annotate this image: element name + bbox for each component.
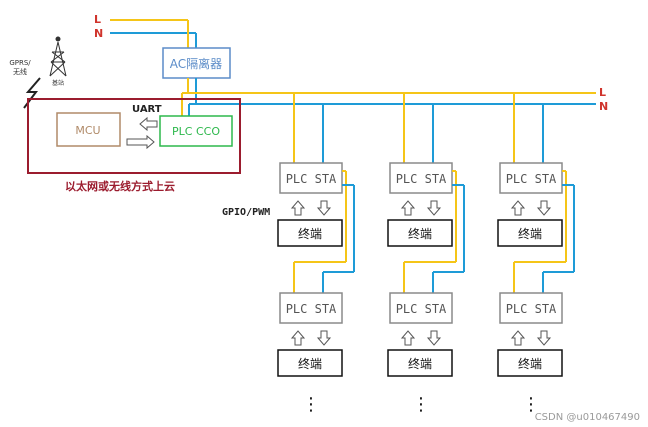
lightning-bolt-icon: [23, 77, 41, 109]
mcu-box: [56, 112, 121, 147]
gprs-label: GPRS/: [9, 59, 31, 67]
watermark: CSDN @u010467490: [535, 412, 640, 423]
plc-sta-box: [389, 162, 453, 194]
terminal-label: 终端: [518, 226, 542, 241]
plc-sta-label: PLC STA: [506, 172, 557, 186]
plc-sta-box: [499, 162, 563, 194]
up-arrow-icon: [510, 330, 526, 346]
plc-cco-box: [159, 115, 233, 147]
terminal-box: [387, 349, 453, 377]
ellipsis-dots: ⋮: [302, 394, 320, 415]
down-arrow-icon: [536, 200, 552, 216]
up-arrow-icon: [290, 200, 306, 216]
terminal-label: 终端: [518, 356, 542, 371]
plc-sta-box: [279, 162, 343, 194]
up-arrow-icon: [510, 200, 526, 216]
down-arrow-icon: [316, 200, 332, 216]
gpio-pwm-label: GPIO/PWM: [222, 207, 270, 218]
plc-sta-label: PLC STA: [396, 172, 447, 186]
up-arrow-icon: [400, 200, 416, 216]
terminal-label: 终端: [408, 226, 432, 241]
ac-isolator-label: AC隔离器: [170, 56, 222, 71]
plc-sta-label: PLC STA: [286, 172, 337, 186]
plc-sta-box: [279, 292, 343, 324]
uart-label: UART: [132, 104, 162, 115]
plc-cco-label: PLC CCO: [172, 125, 220, 138]
base-station-icon: [49, 36, 67, 77]
wireless-label: 无线: [13, 67, 27, 76]
input-power-lines: [110, 19, 197, 48]
main-bus: [182, 92, 596, 105]
terminal-box: [277, 349, 343, 377]
mcu-label: MCU: [75, 124, 100, 137]
terminal-label: 终端: [298, 356, 322, 371]
ellipsis-dots: ⋮: [522, 394, 540, 415]
terminal-label: 终端: [298, 226, 322, 241]
up-arrow-icon: [400, 330, 416, 346]
terminal-box: [387, 219, 453, 247]
bus-label-N: N: [599, 100, 608, 113]
plc-sta-label: PLC STA: [286, 302, 337, 316]
down-arrow-icon: [426, 330, 442, 346]
terminal-box: [277, 219, 343, 247]
down-arrow-icon: [536, 330, 552, 346]
terminal-label: 终端: [408, 356, 432, 371]
line-label-N: N: [94, 27, 103, 40]
ellipsis-dots: ⋮: [412, 394, 430, 415]
sta-columns: PLC STA 终端 PLC STA 终端 ⋮ PLC STA 终端 PLC STA 终端 ⋮ PL…: [277, 93, 575, 415]
plc-sta-box: [389, 292, 453, 324]
gateway-caption: 以太网或无线方式上云: [65, 179, 175, 193]
plc-sta-label: PLC STA: [396, 302, 447, 316]
line-label-L: L: [94, 13, 101, 26]
plc-sta-label: PLC STA: [506, 302, 557, 316]
gateway-box: [27, 98, 241, 174]
down-arrow-icon: [426, 200, 442, 216]
uart-arrows: [126, 116, 158, 150]
terminal-box: [497, 349, 563, 377]
ac-isolator-box: [162, 47, 231, 79]
base-station-label: 基站: [52, 79, 64, 87]
down-arrow-icon: [316, 330, 332, 346]
up-arrow-icon: [290, 330, 306, 346]
bus-label-L: L: [599, 86, 606, 99]
terminal-box: [497, 219, 563, 247]
plc-sta-box: [499, 292, 563, 324]
